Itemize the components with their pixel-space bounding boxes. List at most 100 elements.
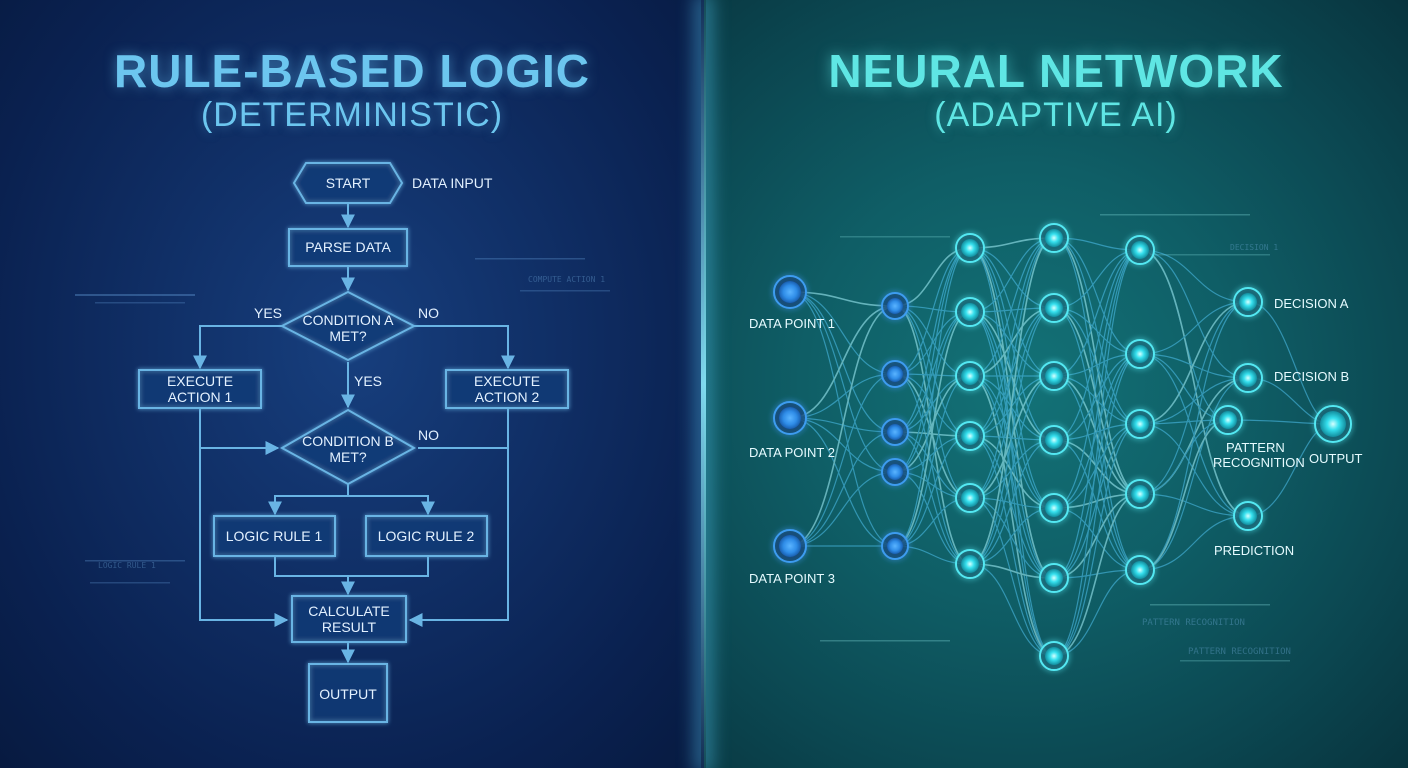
network-edge (1053, 353, 1141, 657)
network-edge (789, 291, 896, 473)
pattern-label-1: PATTERN (1226, 440, 1285, 455)
logic-rule-1-label: LOGIC RULE 1 (226, 528, 323, 544)
network-edge (894, 247, 971, 547)
network-node (955, 361, 985, 391)
network-node (1233, 287, 1263, 317)
network-edge (894, 373, 971, 565)
network-edge (1053, 307, 1141, 571)
action-1-label-2: ACTION 1 (168, 389, 233, 405)
network-edge (789, 431, 896, 547)
network-edge (969, 311, 1055, 657)
network-node (881, 532, 909, 560)
action-1-label-1: EXECUTE (167, 373, 233, 389)
network-node (1039, 563, 1069, 593)
network-edge (1139, 249, 1249, 379)
condition-b-label-1: CONDITION B (302, 433, 394, 449)
network-node (1039, 361, 1069, 391)
network-node (1233, 363, 1263, 393)
action-2-label-2: ACTION 2 (475, 389, 540, 405)
condition-a-diamond (279, 290, 417, 362)
network-node (773, 529, 807, 563)
center-divider (701, 0, 706, 768)
action-2-label-1: EXECUTE (474, 373, 540, 389)
execute-action-1-box (138, 369, 262, 409)
network-edge (1053, 307, 1141, 495)
network-edge (1247, 301, 1334, 425)
condition-b-diamond (279, 408, 417, 486)
start-label: START (326, 175, 371, 191)
decision-a-label: DECISION A (1274, 296, 1349, 311)
network-node (1233, 501, 1263, 531)
condition-b-label-2: MET? (329, 449, 367, 465)
decor-pattern-recognition-1: PATTERN RECOGNITION (1142, 618, 1245, 628)
network-edge (894, 305, 971, 499)
data-point-1-label: DATA POINT 1 (749, 316, 835, 331)
network-edge (969, 375, 1055, 565)
network-edge (1053, 423, 1141, 657)
output-box (308, 663, 388, 723)
network-node (1039, 425, 1069, 455)
decor-pattern-recognition-2: PATTERN RECOGNITION (1188, 647, 1291, 657)
network-node (881, 360, 909, 388)
flow-connectors (193, 203, 515, 664)
left-decor-streaks: COMPUTE ACTION 1 LOGIC RULE 1 (75, 258, 610, 584)
execute-action-2-box (445, 369, 569, 409)
network-edge (969, 311, 1055, 579)
logic-rule-1-box (213, 515, 336, 557)
network-edge (969, 247, 1055, 579)
network-edge (894, 247, 971, 433)
right-decor-streaks: DECISION 1 PATTERN RECOGNITION PATTERN R… (820, 214, 1291, 662)
decor-decision: DECISION 1 (1230, 243, 1278, 252)
network-edge (1053, 353, 1141, 509)
network-edge (894, 311, 971, 473)
network-node (1039, 223, 1069, 253)
network-node (881, 292, 909, 320)
network-edge (789, 417, 896, 547)
network-edge (1053, 249, 1141, 441)
no-label-a: NO (418, 305, 439, 321)
network-edge (1139, 423, 1249, 517)
network-edge (969, 375, 1055, 579)
network-node (955, 297, 985, 327)
network-edge (1139, 301, 1249, 355)
network-node (1125, 555, 1155, 585)
network-edge (1139, 249, 1249, 517)
network-node (881, 458, 909, 486)
network-edge (1053, 249, 1141, 657)
network-edge (1139, 377, 1249, 425)
logic-rule-2-label: LOGIC RULE 2 (378, 528, 475, 544)
neural-network-subtitle: (ADAPTIVE AI) (934, 96, 1178, 134)
network-node (1039, 641, 1069, 671)
network-node (1125, 235, 1155, 265)
network-edge (894, 247, 971, 473)
data-point-2-label: DATA POINT 2 (749, 445, 835, 460)
network-edge (969, 237, 1055, 499)
network-node (881, 418, 909, 446)
parse-data-label: PARSE DATA (305, 239, 391, 255)
calculate-label-2: RESULT (322, 619, 377, 635)
network-edge (1139, 377, 1249, 571)
condition-a-label-2: MET? (329, 328, 367, 344)
network-edge (1139, 301, 1249, 571)
logic-rule-2-box (365, 515, 488, 557)
network-edge (969, 497, 1055, 657)
network-node (1125, 409, 1155, 439)
network-edge (969, 237, 1055, 565)
decor-compute-action: COMPUTE ACTION 1 (528, 275, 605, 284)
network-edge (1053, 249, 1141, 579)
network-edge (789, 291, 896, 547)
rule-based-title: RULE-BASED LOGIC (114, 45, 590, 97)
network-edge (789, 305, 896, 419)
flowchart: COMPUTE ACTION 1 LOGIC RULE 1 (75, 162, 610, 723)
network-edge (1053, 375, 1141, 571)
flow-text: START DATA INPUT PARSE DATA CONDITION A … (167, 175, 540, 702)
network-nodes (773, 223, 1352, 671)
network-node (1039, 493, 1069, 523)
network-edge (969, 311, 1055, 509)
network-labels: DATA POINT 1 DATA POINT 2 DATA POINT 3 D… (749, 296, 1363, 586)
calculate-result-box (291, 595, 407, 643)
prediction-label: PREDICTION (1214, 543, 1294, 558)
network-node (1125, 339, 1155, 369)
network-edge (789, 373, 896, 547)
rule-based-subtitle: (DETERMINISTIC) (200, 96, 504, 134)
